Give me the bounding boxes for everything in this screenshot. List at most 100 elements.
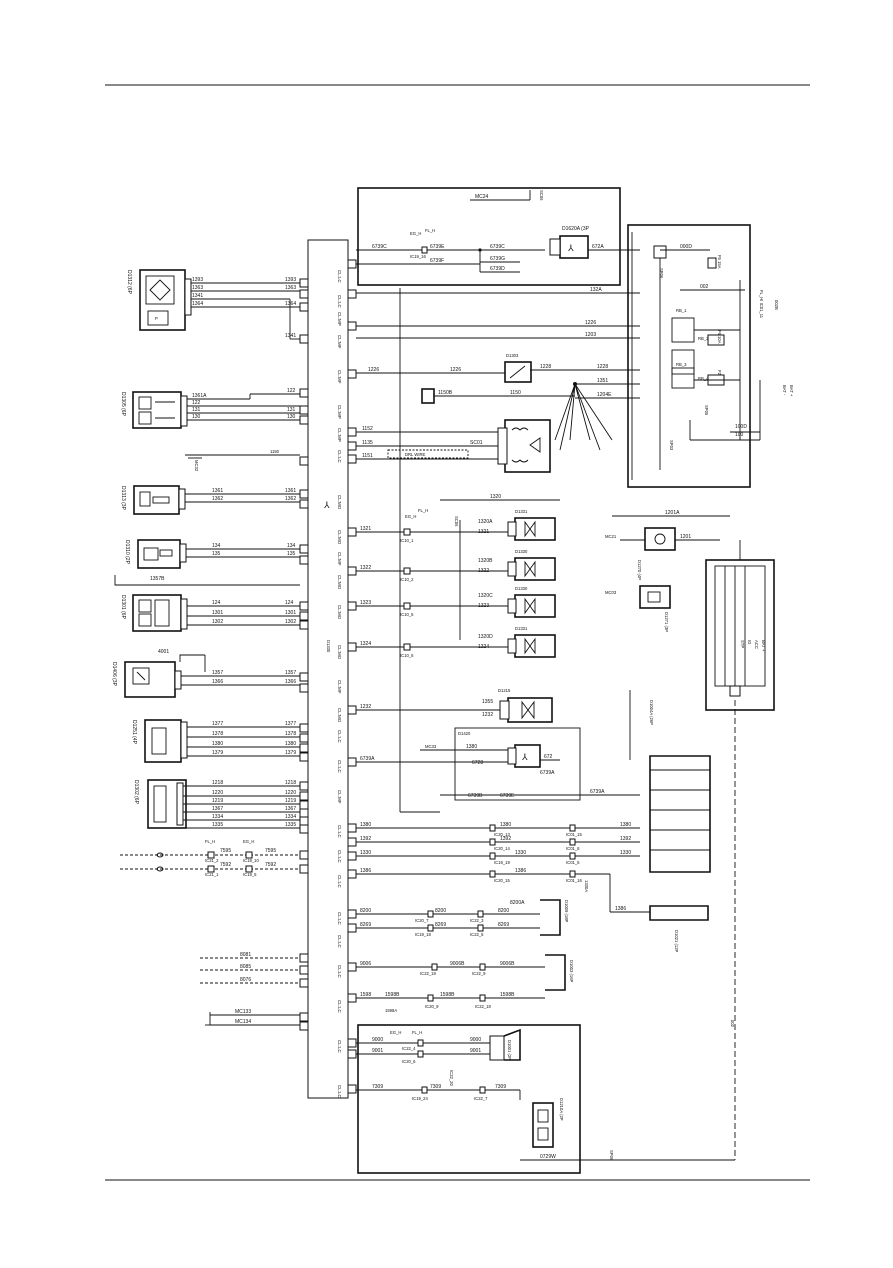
wire-1324: 1324	[478, 644, 489, 650]
connector-d1210a: D1210A (2P	[532, 1098, 564, 1148]
wire-1201a: 1201A	[665, 510, 680, 516]
relay-rb: RB_1 RB_2 RB_3 RB_4	[671, 280, 741, 440]
wire-122: 122	[192, 400, 201, 406]
clip-ic22-20: IC22_20	[449, 1070, 454, 1087]
wire-1226: 1226	[585, 320, 596, 326]
clip-ic22-7: IC22_7	[474, 1096, 488, 1101]
wire-002: 002	[730, 1020, 735, 1028]
cl-label: CL:LC	[337, 450, 342, 464]
cl-label: CL:MO	[337, 575, 342, 590]
wire-1392: 1392	[500, 836, 511, 842]
wire-1324: 1324	[360, 641, 371, 647]
wire-1362: 1362	[212, 496, 223, 502]
label-stp: STP	[740, 640, 745, 648]
cl-label: CL:LC	[337, 1085, 342, 1099]
relay-rb2: RB_2	[698, 336, 709, 341]
label-acc: ACC	[754, 640, 759, 649]
wire-1377: 1377	[285, 721, 296, 727]
cl-label: CL:LC	[337, 825, 342, 839]
label-d1331: D1331	[515, 509, 528, 514]
label-d1331: D1331	[515, 626, 528, 631]
motor-d1331-b: D1331	[507, 626, 556, 658]
svg-text:⅄: ⅄	[567, 243, 574, 253]
clip-ic20-14: IC20_14	[494, 846, 511, 851]
wire-100: 100	[735, 432, 744, 438]
main-connector-label: D1330	[326, 640, 331, 653]
cl-label: CL:MO	[337, 708, 342, 723]
wire-7595: 7595	[265, 848, 276, 854]
wire-1392: 1392	[620, 836, 631, 842]
clip-ic20-15: IC20_15	[494, 878, 511, 883]
wire-1335: 1335	[285, 822, 296, 828]
wire-1322: 1322	[360, 565, 371, 571]
wire-1341: 1341	[285, 333, 296, 339]
wire-1363: 1363	[285, 285, 296, 291]
wire-1330a: 1330A	[584, 880, 589, 892]
wire-1226: 1226	[368, 367, 379, 373]
wire-9001: 9001	[470, 1048, 481, 1054]
wire-8200: 8200	[360, 908, 371, 914]
cl-label: CL:LC	[337, 935, 342, 949]
clip-ic21-2: IC21_2	[205, 858, 219, 863]
cl-label: CL:MO	[337, 530, 342, 545]
label-d1021: D1021 (12P	[674, 930, 679, 953]
pin-stubs	[299, 278, 309, 1031]
label-bat-plus: BAT +	[761, 640, 766, 652]
wire-1392: 1392	[360, 836, 371, 842]
clip-ic01-5: IC01_5	[566, 860, 580, 865]
connector-d1310: D1310 (2P	[124, 539, 187, 569]
ground-mc133: MC133 MC134	[205, 1009, 300, 1026]
wire-1378: 1378	[285, 731, 296, 737]
clip-ic01-15: IC01_15	[566, 832, 583, 837]
clip-ic19-18: IC19_18	[415, 932, 432, 937]
label-d1303: D1303	[506, 353, 519, 358]
wire-1320b: 1320B	[478, 558, 493, 564]
wire-134: 134	[287, 543, 296, 549]
clip-ic22-18: IC22_18	[475, 1004, 492, 1009]
label-d1305: D1305 (6P	[120, 392, 126, 417]
cl-label: CL:MP	[337, 312, 342, 326]
wire-1380: 1380	[620, 822, 631, 828]
wire-1226: 1226	[450, 367, 461, 373]
wire-1232: 1232	[360, 704, 371, 710]
label-ig: IG	[747, 640, 752, 644]
connector-d1215: D1215	[498, 688, 553, 723]
label-sc06: SC06	[539, 190, 544, 201]
label-fl-h: FL_H	[205, 839, 215, 844]
wire-8076: 8076	[240, 977, 251, 983]
wire-1393: 1393	[285, 277, 296, 283]
clip-ic19-24: IC19_24	[412, 1096, 429, 1101]
wire-1322: 1322	[478, 568, 489, 574]
label-mc133: MC133	[235, 1009, 251, 1015]
wire-1393: 1393	[192, 277, 203, 283]
wire-6739e: 6739E	[500, 793, 515, 799]
wire-1377: 1377	[212, 721, 223, 727]
label-bat-minus: BAT -	[782, 385, 787, 396]
label-d1330: D1330	[515, 586, 528, 591]
wire-002b: 002B	[774, 300, 779, 310]
wire-131: 131	[192, 407, 201, 413]
wire-1598a: 1598A	[385, 1008, 397, 1013]
clip-ic19-16: IC19_16	[410, 254, 427, 259]
wire-7592: 7592	[220, 862, 231, 868]
wire-4001: 4001	[158, 649, 169, 655]
wire-1201: 1201	[680, 534, 691, 540]
wire-002: 002	[700, 284, 709, 290]
wire-1380: 1380	[212, 741, 223, 747]
label-d1003: D1003 (16P	[569, 960, 574, 983]
wire-6739d: 6739D	[490, 266, 505, 272]
clip-ic20-13: IC20_13	[494, 832, 511, 837]
wire-1598b: 1598B	[440, 992, 455, 998]
wire-1220: 1220	[212, 790, 223, 796]
cl-label: CL:MF	[337, 370, 342, 384]
wire-1203: 1203	[585, 332, 596, 338]
label-mc134: MC134	[235, 1019, 251, 1025]
motor-d1330-b: D1330	[507, 586, 556, 618]
wire-8200a: 8200A	[510, 900, 525, 906]
label-d1210a: D1210A (2P	[559, 1098, 564, 1121]
connector-d1302: D1302 (6P	[133, 779, 187, 829]
wire-1218: 1218	[212, 780, 223, 786]
clip-ic22-9: IC22_9	[472, 971, 486, 976]
cl-label: CL:LC	[337, 295, 342, 309]
